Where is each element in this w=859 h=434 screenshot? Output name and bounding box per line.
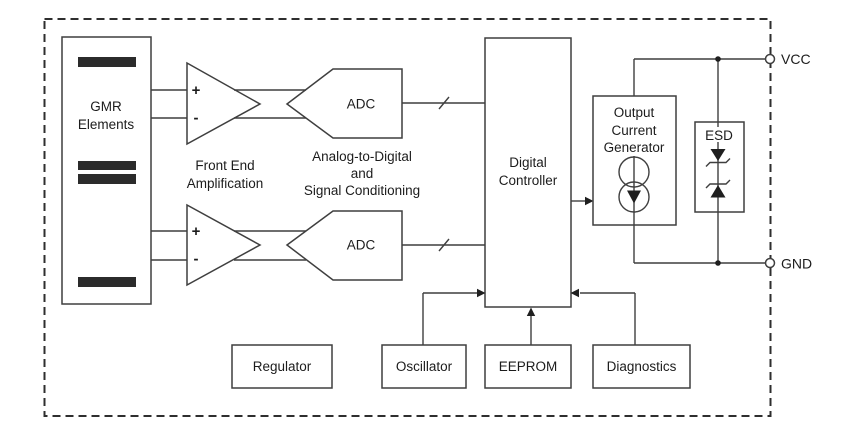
vcc-terminal-icon <box>764 53 776 65</box>
esd-label-backing <box>702 127 736 142</box>
junction-dot-icon <box>715 260 721 266</box>
junction-dot-icon <box>715 56 721 62</box>
opamp2-minus-sign: - <box>194 251 199 268</box>
chip-boundary-dashed-border <box>43 18 772 417</box>
front-end-label-line1: Front End <box>195 158 254 173</box>
digital-controller-box <box>484 37 572 308</box>
eeprom-box <box>484 344 572 389</box>
current-direction-arrow-icon <box>627 190 641 204</box>
digital-controller-label-line1: Digital <box>509 155 547 170</box>
adc1-label: ADC <box>347 97 376 112</box>
diagnostics-box <box>592 344 691 389</box>
zener-diode-up-icon <box>710 185 726 198</box>
regulator-label: Regulator <box>253 359 312 374</box>
opamp1-plus-sign: + <box>192 82 201 99</box>
gmr-resistor-bar-icon <box>78 277 136 287</box>
gnd-terminal-icon <box>764 257 776 269</box>
opamp1-minus-sign: - <box>194 110 199 127</box>
adc-caption-line3: Signal Conditioning <box>304 183 420 198</box>
esd-label: ESD <box>705 128 733 143</box>
gmr-label-line1: GMR <box>90 99 122 114</box>
oscillator-box <box>381 344 467 389</box>
gmr-resistor-bar-icon <box>78 57 136 67</box>
front-end-label-line2: Amplification <box>187 176 264 191</box>
adc-caption-line2: and <box>351 166 374 181</box>
gmr-elements-box <box>61 36 152 305</box>
gmr-resistor-bar-icon <box>78 161 136 170</box>
bus-slash-icon <box>438 238 450 252</box>
arrowhead-icon <box>477 288 486 298</box>
arrowhead-icon <box>570 288 579 298</box>
adc2-block <box>285 210 403 281</box>
eeprom-label: EEPROM <box>499 359 558 374</box>
vcc-label: VCC <box>781 51 811 67</box>
zener-cathode-bar-icon <box>705 158 731 167</box>
adc-caption-line1: Analog-to-Digital <box>312 149 412 164</box>
ocg-label-line2: Current <box>611 123 656 138</box>
arrowhead-icon <box>585 196 594 206</box>
opamp2-triangle-icon <box>186 203 262 287</box>
current-source-circle-icon <box>618 181 650 213</box>
current-source-circle-icon <box>618 156 650 188</box>
zener-diode-down-icon <box>710 149 726 161</box>
bus-slash-icon <box>438 96 450 110</box>
diagnostics-label: Diagnostics <box>607 359 677 374</box>
zener-cathode-bar-icon <box>705 179 731 189</box>
ocg-label-line3: Generator <box>604 140 665 155</box>
gmr-resistor-bar-icon <box>78 174 136 184</box>
digital-controller-label-line2: Controller <box>499 173 558 188</box>
arrowhead-icon <box>526 307 536 316</box>
gmr-label-line2: Elements <box>78 117 135 132</box>
ocg-label-line1: Output <box>614 105 655 120</box>
opamp2-plus-sign: + <box>192 223 201 240</box>
regulator-box <box>231 344 333 389</box>
gnd-label: GND <box>781 256 812 272</box>
oscillator-label: Oscillator <box>396 359 453 374</box>
adc2-label: ADC <box>347 238 376 253</box>
opamp1-triangle-icon <box>186 61 262 146</box>
adc1-block <box>285 68 403 139</box>
